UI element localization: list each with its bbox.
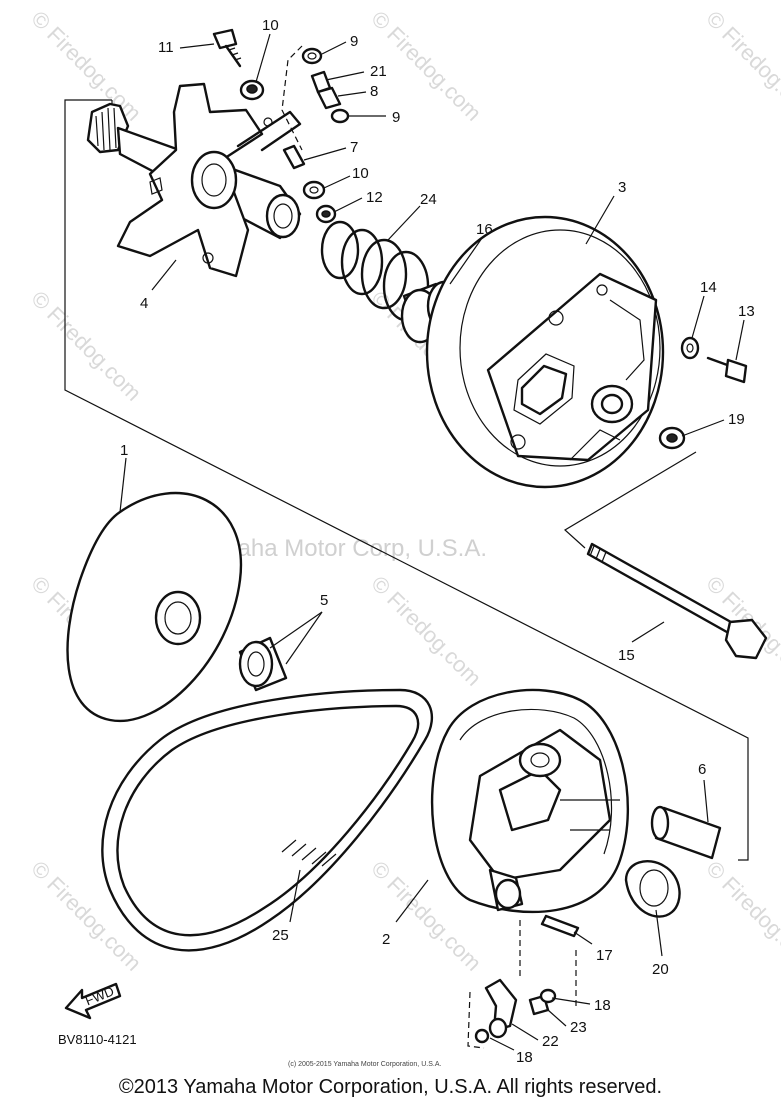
callout-11: 11 (158, 39, 174, 56)
callout-18: 18 (594, 997, 611, 1014)
fixed-sheave-disc (66, 491, 243, 723)
callout-23: 23 (570, 1019, 587, 1036)
lower-right-hardware (540, 805, 722, 938)
fwd-arrow-icon: FWD (64, 982, 122, 1020)
watermark: © Firedog.com (701, 856, 781, 976)
callout-16: 16 (476, 221, 493, 238)
movable-sheave (430, 688, 630, 914)
callout-4: 4 (140, 295, 148, 312)
bushing-5 (238, 636, 288, 692)
callout-19: 19 (728, 411, 745, 428)
callout-10b: 10 (352, 165, 369, 182)
sheave-cover (425, 215, 665, 489)
callout-15: 15 (618, 647, 635, 664)
callout-7: 7 (350, 139, 358, 156)
drive-belt (101, 688, 434, 952)
diagram-code: BV8110-4121 (58, 1032, 137, 1047)
callout-8: 8 (370, 83, 378, 100)
watermark: © Firedog.com (26, 6, 146, 126)
callout-14: 14 (700, 279, 717, 296)
callout-12: 12 (366, 189, 383, 206)
watermark: © Firedog.com (26, 856, 146, 976)
primary-sheave-shaft (86, 82, 302, 278)
tiny-copyright: (c) 2005-2015 Yamaha Motor Corporation, … (288, 1061, 441, 1068)
watermark: © Firedog.com (26, 286, 146, 406)
copyright-footer: ©2013 Yamaha Motor Corporation, U.S.A. A… (118, 1076, 663, 1098)
watermark: © Firedog.com (366, 571, 486, 691)
callout-1: 1 (120, 442, 128, 459)
long-bolt (586, 542, 768, 660)
upper-hardware (212, 28, 350, 224)
callout-21: 21 (370, 63, 387, 80)
callout-18b: 18 (516, 1049, 533, 1066)
callout-24: 24 (420, 191, 437, 208)
callout-9: 9 (350, 33, 358, 50)
callout-10: 10 (262, 17, 279, 34)
callout-25: 25 (272, 927, 289, 944)
callout-9b: 9 (392, 109, 400, 126)
callout-17: 17 (596, 947, 613, 964)
cover-hardware (658, 336, 748, 450)
ramp-weight-parts (467, 920, 577, 1049)
callout-6: 6 (698, 761, 706, 778)
callout-22: 22 (542, 1033, 559, 1050)
watermark: © Firedog.com (701, 6, 781, 126)
callout-3: 3 (618, 179, 626, 196)
callout-20: 20 (652, 961, 669, 978)
callout-5: 5 (320, 592, 328, 609)
leader-lines (119, 33, 745, 1051)
callout-2: 2 (382, 931, 390, 948)
callout-13: 13 (738, 303, 755, 320)
callout-layer: 1 2 3 4 5 6 7 8 9 9 10 10 11 12 13 14 15… (120, 17, 755, 1066)
